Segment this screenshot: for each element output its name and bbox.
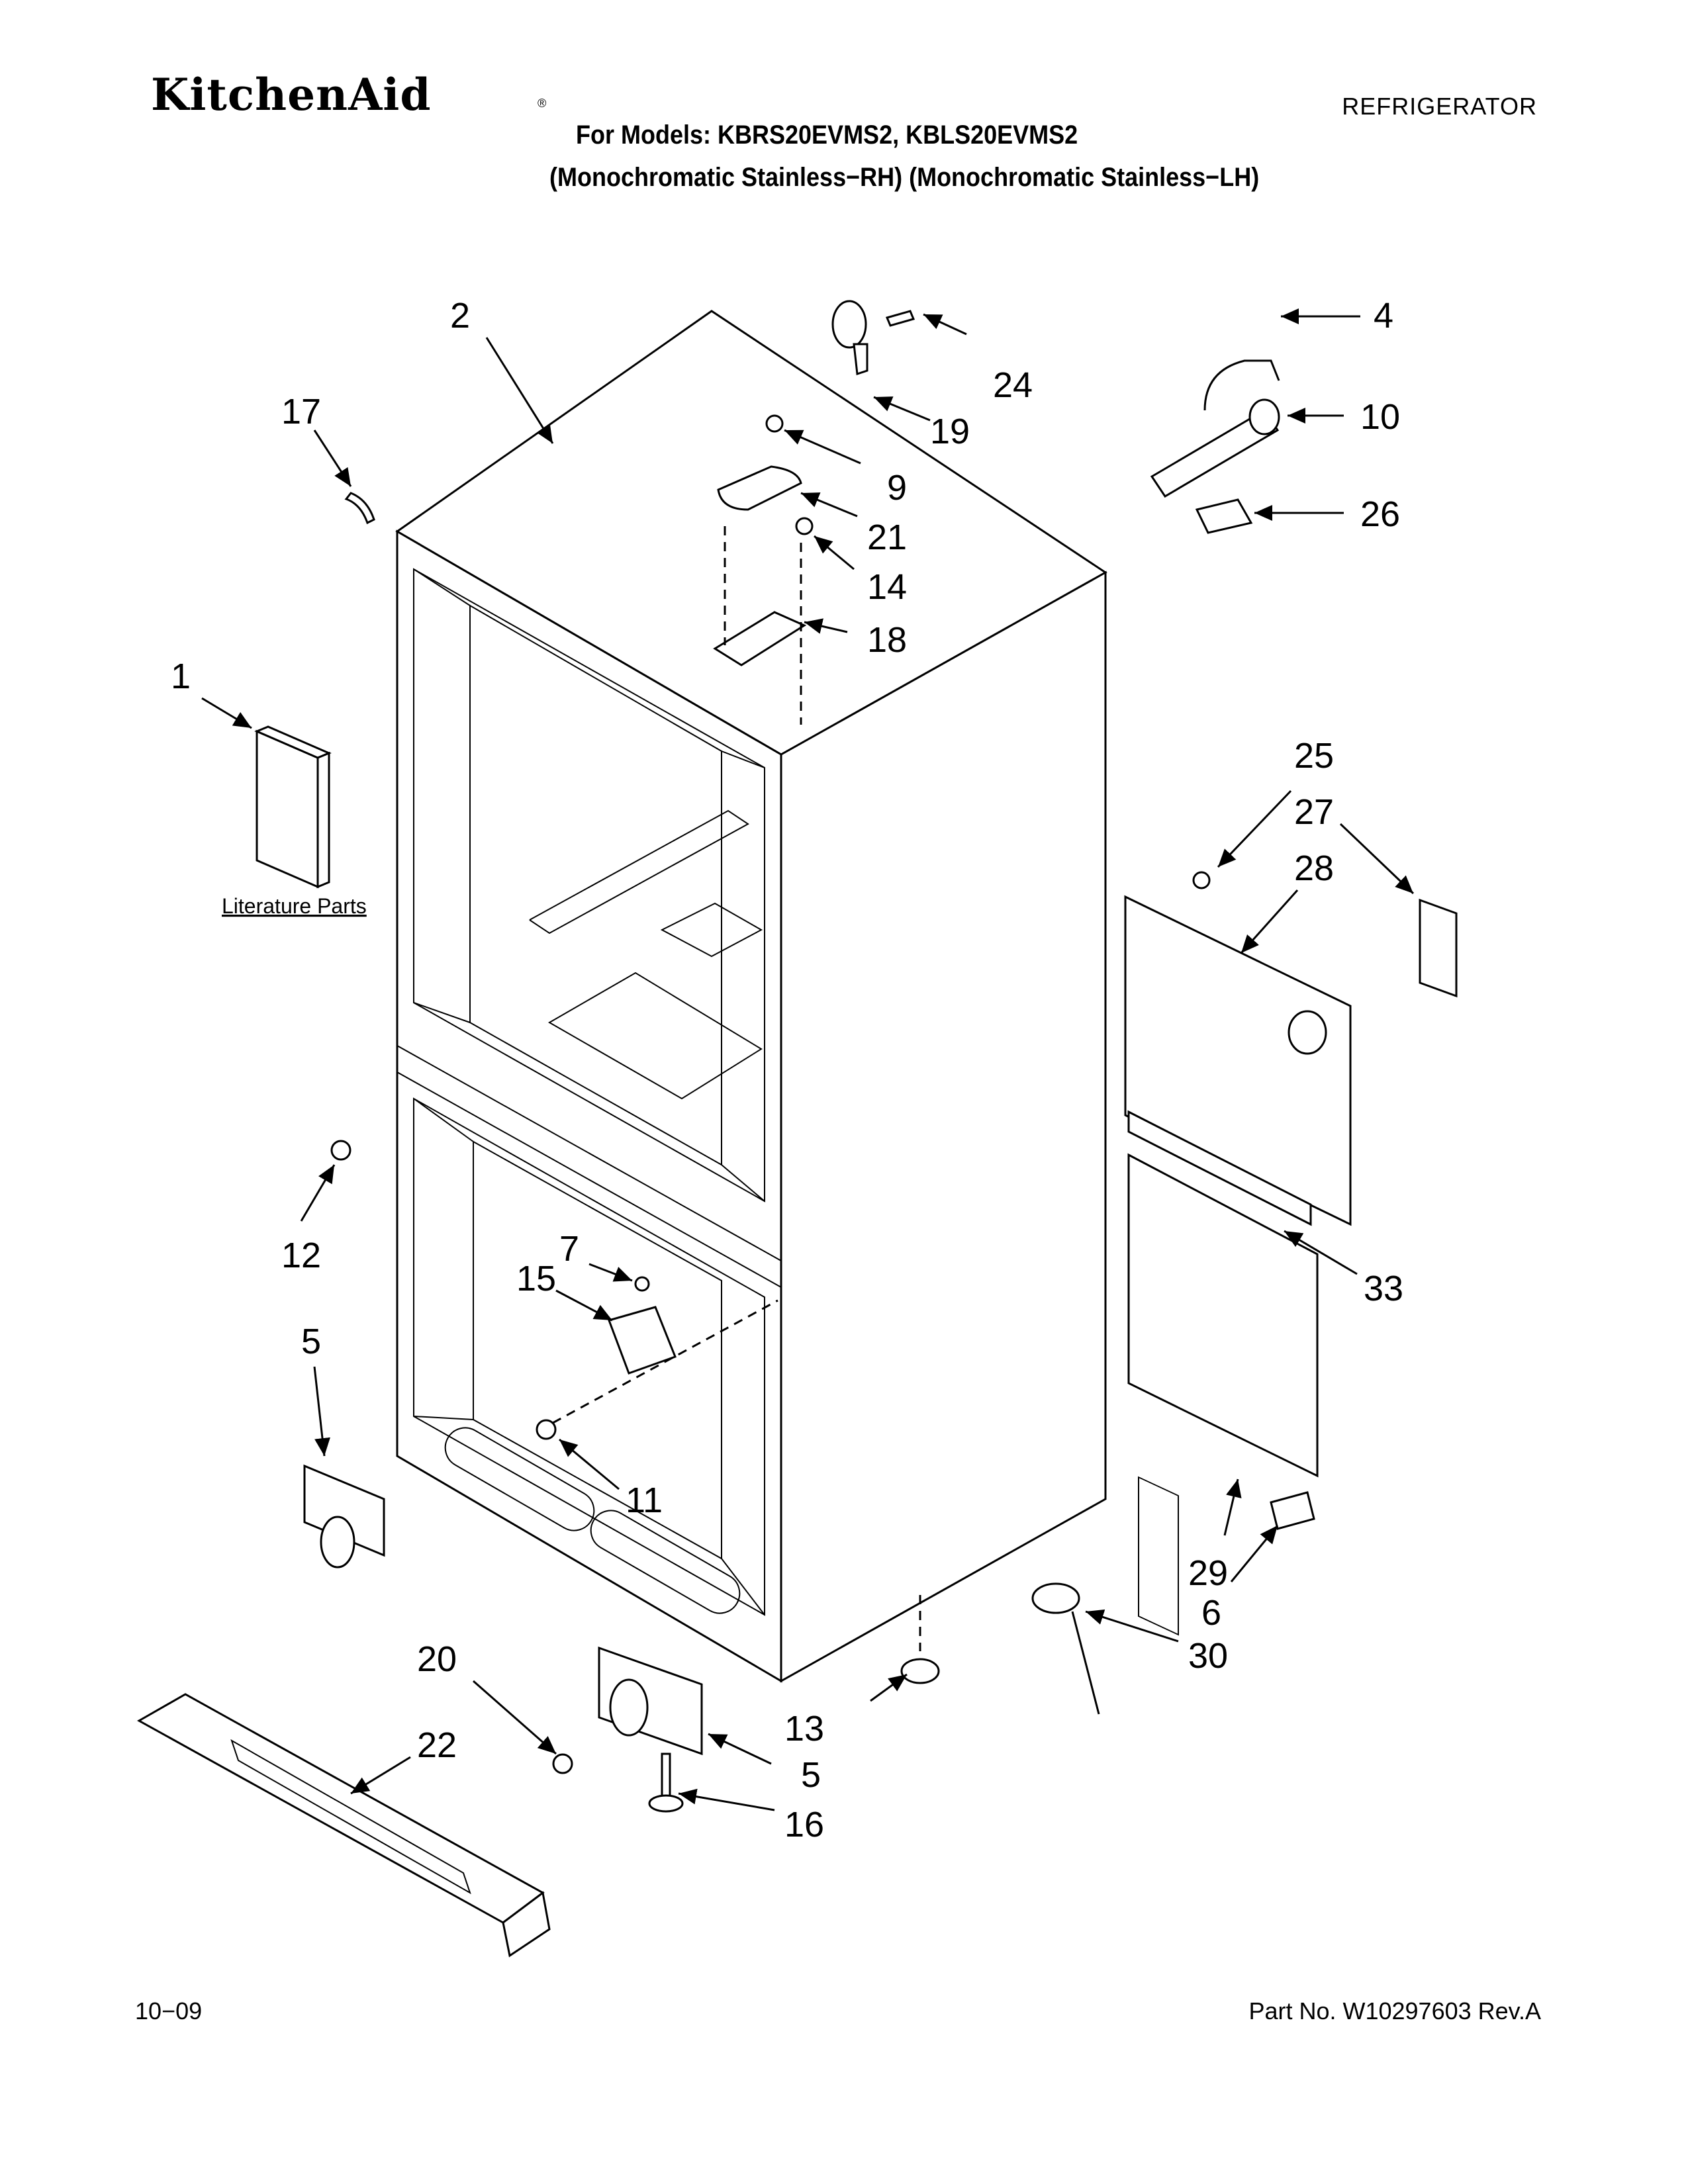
callout-28: 28 [1294, 848, 1334, 888]
water-tube-assembly [1150, 359, 1280, 498]
guide-lower-hinge [552, 1299, 778, 1424]
lower-hinge-bracket [608, 1306, 677, 1375]
callout-18: 18 [867, 620, 907, 660]
callout-11: 11 [626, 1480, 663, 1520]
part-number: Part No. W10297603 Rev.A [1248, 1997, 1541, 2025]
cabinet [395, 310, 1107, 1683]
callout-30: 30 [1188, 1636, 1228, 1676]
roller-assembly-right [598, 1646, 703, 1756]
variants-line: (Monochromatic Stainless−RH) (Monochroma… [549, 163, 1260, 192]
callout-27: 27 [1294, 792, 1334, 832]
callout-24: 24 [993, 365, 1033, 405]
brand-logo: KitchenAid [151, 69, 432, 120]
callout-20: 20 [417, 1639, 457, 1679]
callout-17: 17 [281, 392, 321, 432]
base-grille [136, 1693, 551, 1958]
callout-13: 13 [784, 1709, 824, 1749]
bracket-27 [1419, 898, 1458, 998]
callout-4: 4 [1374, 296, 1393, 336]
leveling-leg [648, 1752, 684, 1813]
roller-assembly-left [303, 1464, 385, 1569]
callout-2: 2 [450, 296, 470, 336]
screw-25 [1192, 871, 1211, 889]
callout-33: 33 [1364, 1269, 1403, 1308]
callout-19: 19 [930, 412, 970, 451]
screw-20 [552, 1753, 573, 1774]
panel-clip-6 [1270, 1491, 1315, 1530]
screw-12 [330, 1140, 352, 1161]
document-type: REFRIGERATOR [1342, 93, 1537, 120]
leader-arrows [201, 308, 1415, 1811]
callout-labels: 2 17 1 Literature Parts 24 19 9 21 14 18… [171, 296, 1403, 1844]
callout-22: 22 [417, 1725, 457, 1765]
callout-26: 26 [1360, 494, 1400, 534]
hinge-screw-9 [765, 414, 784, 433]
trim-strip-33 [1127, 1110, 1312, 1226]
registered-mark: ® [538, 97, 547, 110]
callout-15: 15 [516, 1259, 556, 1298]
date-code: 10−09 [135, 1997, 203, 2025]
callout-21: 21 [867, 518, 907, 557]
callout-14: 14 [867, 567, 907, 607]
callout-9: 9 [887, 468, 907, 508]
leveling-foot-pad [900, 1658, 940, 1684]
literature-parts-label: Literature Parts [222, 894, 367, 918]
callout-5-left: 5 [301, 1322, 321, 1361]
callout-16: 16 [784, 1805, 824, 1844]
top-hinge-cover [717, 465, 802, 511]
screw-11 [536, 1419, 557, 1440]
callout-5-right: 5 [801, 1755, 821, 1795]
gasket-clip [344, 492, 375, 525]
hinge-pin-7 [634, 1276, 650, 1292]
toe-panel [1127, 1153, 1319, 1478]
tube-clip [1195, 498, 1253, 534]
vent-grid [660, 902, 763, 958]
callout-7: 7 [559, 1229, 579, 1269]
callout-6: 6 [1201, 1593, 1221, 1633]
models-line: For Models: KBRS20EVMS2, KBLS20EVMS2 [576, 120, 1078, 150]
screw-24 [885, 310, 915, 327]
callout-29: 29 [1188, 1553, 1228, 1593]
callout-12: 12 [281, 1236, 321, 1275]
callout-25: 25 [1294, 736, 1334, 776]
hinge-screw-14 [795, 517, 814, 535]
door-stop-assembly [831, 300, 868, 376]
callout-1: 1 [171, 657, 191, 696]
tool-30 [1031, 1582, 1100, 1715]
literature-parts-book [254, 725, 332, 889]
callout-10: 10 [1360, 397, 1400, 437]
